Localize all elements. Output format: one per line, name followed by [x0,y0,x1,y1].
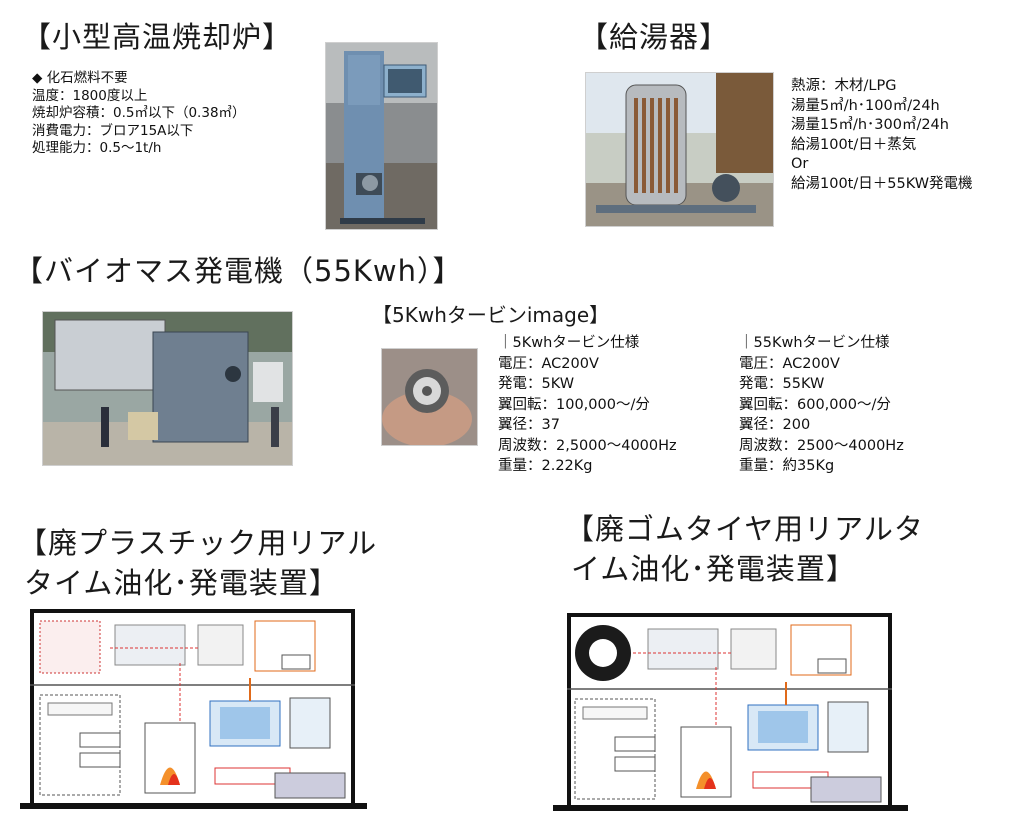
spec-line: 電圧：AC200V [739,355,840,372]
turbine-photo [381,348,478,446]
spec-line: 消費電力：ブロア15A以下 [32,122,194,139]
water-heater-photo [585,72,774,227]
spec-line: 温度：1800度以上 [32,87,148,104]
incinerator-specs: ◆ 化石燃料不要 温度：1800度以上 焼却炉容積：0.5㎥以下（0.38㎥） … [32,70,246,158]
spec-5kw: ｜5Kwhタービン仕様 電圧：AC200V 発電：5KW 翼回転：100,000… [498,333,677,477]
turbine-image-title: 【5Kwhタービンimage】 [372,303,610,327]
tire-title-line1: 【廃ゴムタイヤ用リアルタ [565,512,924,546]
spec-line: 周波数：2500～4000Hz [739,437,904,454]
plastic-title-line2: タイム油化･発電装置】 [24,566,339,600]
spec-line: 熱源：木材/LPG [791,78,897,94]
incinerator-title: 【小型高温焼却炉】 [22,20,293,54]
spec-line: 電圧：AC200V [498,355,599,372]
water-heater-specs: 熱源：木材/LPG 湯量5㎥/h･100㎥/24h 湯量15㎥/h･300㎥/2… [791,77,973,194]
water-heater-title: 【給湯器】 [579,20,730,54]
plastic-diagram [20,603,367,813]
spec-line: Or [791,156,809,172]
tire-title-line2: イム油化･発電装置】 [571,552,856,586]
spec-line: 発電：5KW [498,376,575,392]
plastic-title: 【廃プラスチック用リアル タイム油化･発電装置】 [18,523,377,603]
spec-line: 給湯100t/日＋蒸気 [791,136,917,153]
spec-line: 湯量5㎥/h･100㎥/24h [791,97,940,114]
spec-line: ◆ 化石燃料不要 [32,70,128,86]
tire-title: 【廃ゴムタイヤ用リアルタ イム油化･発電装置】 [565,509,924,589]
spec-line: 処理能力：0.5～1t/h [32,140,162,156]
spec-line: ｜5Kwhタービン仕様 [498,335,640,351]
plastic-title-line1: 【廃プラスチック用リアル [18,526,378,560]
spec-line: 翼径：37 [498,417,560,433]
spec-line: 周波数：2,5000～4000Hz [498,437,677,454]
spec-55kw: ｜55Kwhタービン仕様 電圧：AC200V 発電：55KW 翼回転：600,0… [739,333,904,477]
spec-line: 焼却炉容積：0.5㎥以下（0.38㎥） [32,105,246,121]
spec-line: ｜55Kwhタービン仕様 [739,335,890,351]
spec-line: 給湯100t/日＋55KW発電機 [791,175,973,192]
spec-line: 翼回転：600,000～/分 [739,396,891,413]
tire-diagram [553,605,908,816]
spec-line: 重量：2.22Kg [498,458,593,474]
spec-line: 発電：55KW [739,376,825,392]
spec-line: 翼回転：100,000～/分 [498,396,650,413]
biomass-title: 【バイオマス発電機（55Kwh）】 [14,254,463,288]
spec-line: 重量：約35Kg [739,458,835,474]
incinerator-photo [325,42,438,230]
biomass-photo [42,311,293,466]
spec-line: 湯量15㎥/h･300㎥/24h [791,117,949,133]
spec-line: 翼径：200 [739,417,811,433]
